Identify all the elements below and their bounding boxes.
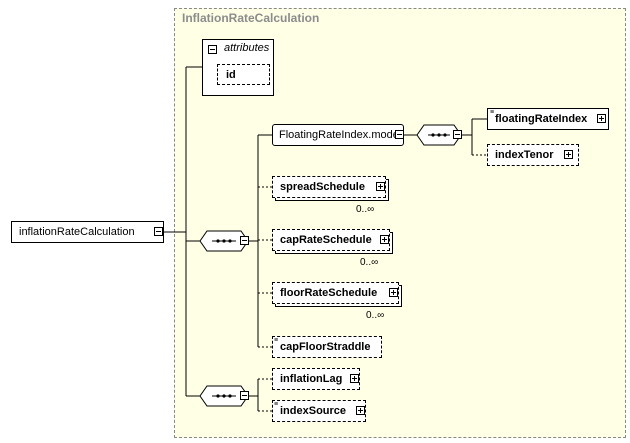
element-capFloorStraddle[interactable]: capFloorStraddle (272, 336, 382, 358)
cardinality-label: 0..∞ (360, 257, 379, 268)
element-label: floatingRateIndex (495, 113, 588, 125)
root-element-inflationRateCalculation[interactable]: inflationRateCalculation (11, 221, 164, 243)
cardinality-label: 0..∞ (356, 204, 375, 215)
element-inflationLag[interactable]: inflationLag (272, 368, 360, 390)
element-spreadSchedule[interactable]: spreadSchedule (272, 176, 386, 198)
element-label: spreadSchedule (280, 181, 365, 193)
element-label: capFloorStraddle (280, 341, 371, 353)
documentation-icon: ≡ (274, 337, 278, 344)
documentation-icon: ≡ (490, 109, 494, 116)
cardinality-label: 0..∞ (366, 310, 385, 321)
collapse-icon[interactable] (240, 236, 249, 245)
element-indexTenor[interactable]: indexTenor (487, 144, 579, 166)
collapse-icon[interactable] (453, 130, 462, 139)
sequence-compositor-main (199, 230, 249, 252)
expand-icon[interactable] (389, 288, 398, 297)
sequence-compositor-inner (416, 124, 462, 146)
element-label: capRateSchedule (280, 234, 372, 246)
element-floatingRateIndex[interactable]: floatingRateIndex (487, 108, 609, 130)
expand-icon[interactable] (380, 235, 389, 244)
sequence-compositor-lower (199, 385, 249, 407)
expand-icon[interactable] (356, 406, 365, 415)
collapse-icon[interactable] (240, 391, 249, 400)
expand-icon[interactable] (597, 114, 606, 123)
collapse-icon[interactable] (208, 45, 217, 54)
root-element-label: inflationRateCalculation (19, 226, 135, 238)
collapse-icon[interactable] (395, 130, 404, 139)
complex-type-title: InflationRateCalculation (182, 11, 320, 25)
group-label: FloatingRateIndex.model (279, 129, 402, 141)
element-floorRateSchedule[interactable]: floorRateSchedule (272, 282, 399, 304)
expand-icon[interactable] (350, 374, 359, 383)
expand-icon[interactable] (376, 182, 385, 191)
element-label: floorRateSchedule (280, 287, 378, 299)
collapse-icon[interactable] (154, 227, 163, 236)
attributes-label: attributes (224, 42, 270, 54)
group-floating-rate-index-model[interactable]: FloatingRateIndex.model (272, 124, 404, 146)
element-label: indexSource (280, 405, 347, 417)
attributes-box: attributes id (202, 39, 274, 96)
attribute-id[interactable]: id (217, 64, 270, 85)
documentation-icon: ≡ (274, 401, 278, 408)
attribute-id-label: id (226, 69, 236, 81)
element-label: indexTenor (495, 149, 554, 161)
element-capRateSchedule[interactable]: capRateSchedule (272, 229, 390, 251)
element-indexSource[interactable]: indexSource (272, 400, 366, 422)
element-label: inflationLag (280, 373, 343, 385)
expand-icon[interactable] (564, 150, 573, 159)
